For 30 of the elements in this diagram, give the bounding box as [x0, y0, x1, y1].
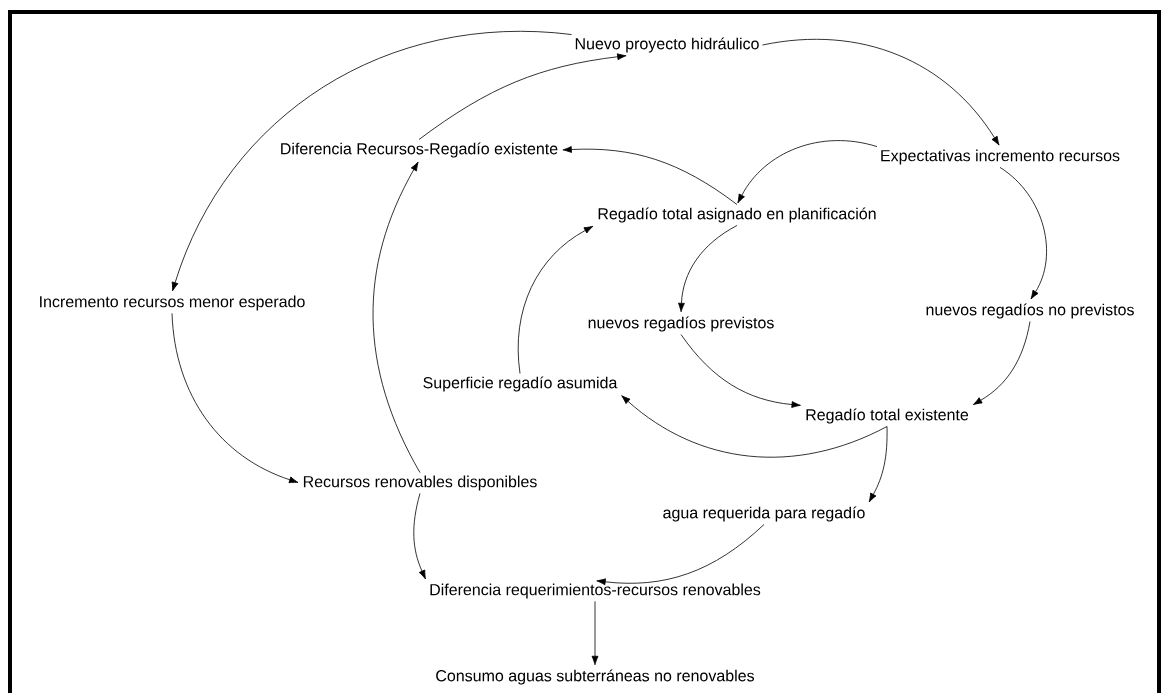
arrow: [762, 38, 1000, 146]
arrow: [621, 395, 888, 458]
arrow: [171, 30, 572, 292]
arrow: [418, 53, 627, 140]
variable-label: Recursos renovables disponibles: [303, 475, 537, 491]
variable-label: Nuevo proyecto hidráulico: [575, 37, 759, 53]
variable-label: Superficie regadío asumida: [423, 376, 618, 392]
arrow: [680, 334, 801, 408]
arrow: [413, 493, 426, 580]
arrow: [596, 524, 765, 586]
variable-label: Regadío total existente: [806, 408, 969, 424]
arrow: [868, 426, 888, 503]
variable-label: Consumo aguas subterráneas no renovables: [436, 669, 754, 685]
arrow: [678, 225, 738, 313]
arrow: [972, 321, 1031, 405]
arrow: [737, 140, 878, 204]
variable-label: Diferencia requerimientos-recursos renovables: [430, 583, 761, 599]
variable-label: Diferencia Recursos-Regadío existente: [281, 142, 558, 158]
variable-label: agua requerida para regadío: [663, 506, 865, 522]
variable-label: Regadío total asignado en planificación: [598, 207, 876, 223]
variable-label: Incremento recursos menor esperado: [40, 295, 305, 311]
variable-label: nuevos regadíos previstos: [588, 316, 774, 332]
variable-label: nuevos regadíos no previstos: [926, 303, 1134, 319]
arrow: [171, 313, 299, 484]
arrow: [591, 601, 599, 666]
arrow: [372, 161, 421, 473]
arrow: [999, 167, 1047, 300]
arrow: [517, 225, 594, 374]
variable-label: Expectativas incremento recursos: [881, 149, 1120, 165]
arrow: [562, 146, 738, 205]
